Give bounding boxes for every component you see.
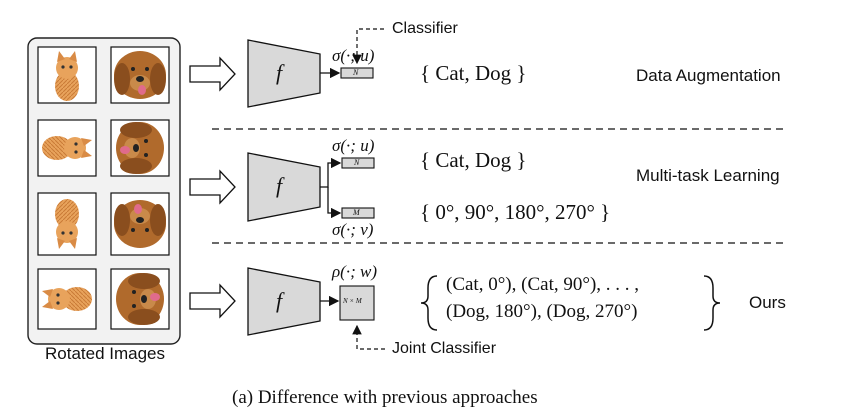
head-rho-w-ours: ρ(·; w): [332, 262, 377, 281]
branch-top-mtl: [320, 157, 342, 188]
dog-image-270: [110, 268, 170, 330]
rotated-images-label: Rotated Images: [45, 344, 166, 363]
classifier-head-da: [340, 67, 374, 79]
classifier-head-mtl-top: [341, 157, 375, 169]
set-cat-dog-da: { Cat, Dog }: [420, 61, 527, 85]
branch-bottom-mtl: [327, 187, 342, 219]
title-multi-task-learning: Multi-task Learning: [636, 166, 780, 185]
network-trapezoid-ours: [247, 267, 321, 336]
head-box-n-da: N: [353, 68, 359, 77]
input-arrow-mtl: [189, 169, 236, 205]
network-f-da: f: [276, 60, 283, 85]
ours-left-brace: [420, 275, 438, 331]
dog-image-180: [110, 192, 170, 256]
joint-classifier-head: [339, 285, 375, 321]
input-arrow-da: [189, 56, 236, 92]
cat-image-180: [37, 192, 97, 256]
head-sigma-u-da: σ(·; u): [332, 46, 375, 65]
figure-caption: (a) Difference with previous approaches: [232, 387, 538, 408]
joint-classifier-pointer: [352, 324, 385, 350]
classifier-pointer-da: [352, 28, 384, 65]
joint-classifier-label: Joint Classifier: [392, 340, 497, 357]
network-f-ours: f: [276, 288, 283, 313]
set-cat-dog-mtl: { Cat, Dog }: [420, 148, 527, 172]
cat-image-90: [37, 119, 97, 177]
network-trapezoid-da: [247, 39, 321, 108]
dog-image-90: [110, 119, 170, 177]
dog-image-0: [110, 46, 170, 104]
input-arrow-ours: [189, 283, 236, 319]
classifier-head-mtl-bottom: [341, 207, 375, 219]
ours-right-brace: [703, 275, 721, 331]
head-sigma-v-mtl: σ(·; v): [332, 220, 374, 239]
cat-image-0: [37, 46, 97, 104]
head-box-nm-ours: N × M: [343, 297, 362, 305]
set-ours-line1: (Cat, 0°), (Cat, 90°), . . . ,: [446, 274, 640, 295]
head-box-n-mtl: N: [354, 158, 360, 167]
classifier-label: Classifier: [392, 20, 458, 37]
set-ours-line2: (Dog, 180°), (Dog, 270°): [446, 301, 638, 322]
set-rotations-mtl: { 0°, 90°, 180°, 270° }: [420, 200, 611, 224]
head-sigma-u-mtl: σ(·; u): [332, 136, 375, 155]
network-trapezoid-mtl: [247, 152, 321, 222]
cat-image-270: [37, 268, 97, 330]
title-ours: Ours: [749, 293, 786, 312]
image-grid: [37, 46, 170, 330]
head-box-m-mtl: M: [353, 208, 360, 217]
network-f-mtl: f: [276, 173, 283, 198]
title-data-augmentation: Data Augmentation: [636, 66, 781, 85]
rotated-images-panel: [27, 37, 181, 345]
